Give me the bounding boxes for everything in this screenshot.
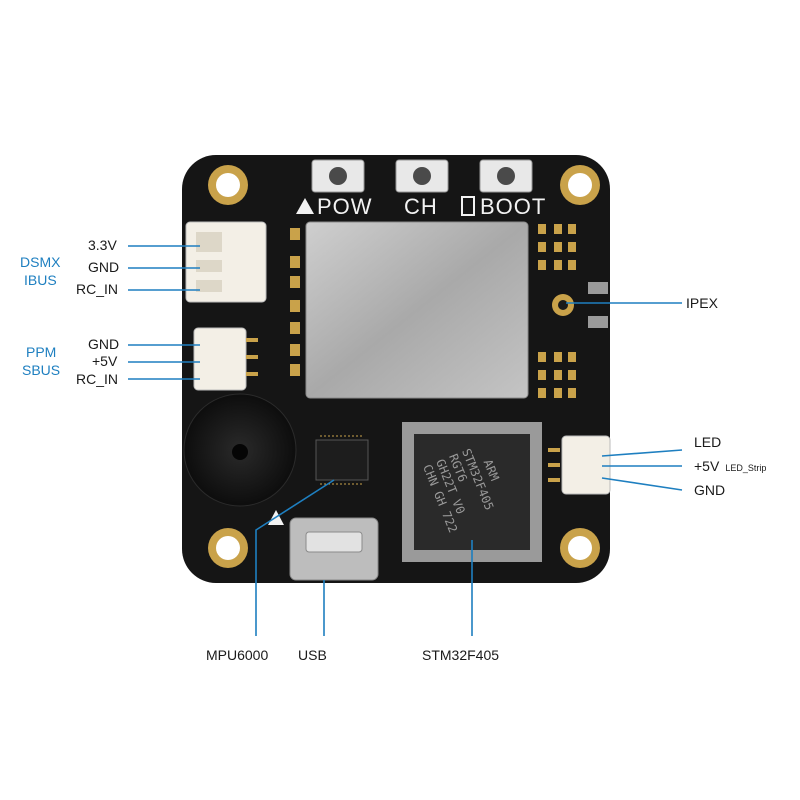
side-pads	[290, 228, 300, 376]
pin-label-3v3: 3.3V	[88, 237, 117, 253]
connector-dsmx-ibus	[185, 221, 267, 303]
pin-label-gnd-top: GND	[88, 259, 119, 275]
group-label-sbus: SBUS	[22, 362, 60, 378]
pin-label-5v-left: +5V	[92, 353, 118, 369]
pow-button[interactable]	[311, 159, 365, 193]
mounting-hole-top-left	[208, 165, 248, 205]
component-array-top	[538, 224, 576, 270]
usb-port	[289, 517, 379, 581]
mpu6000-chip	[315, 435, 369, 485]
ipex-connector	[552, 282, 608, 328]
ch-button[interactable]	[395, 159, 449, 193]
pin-label-gnd-right: GND	[694, 482, 725, 498]
pin-label-rcin-top: RC_IN	[76, 281, 118, 297]
connector-ppm-sbus	[193, 327, 258, 391]
led-strip-sublabel: LED_Strip	[725, 463, 766, 473]
silk-ch-label: CH	[404, 194, 438, 219]
silk-boot-label: BOOT	[480, 194, 546, 219]
mpu6000-label: MPU6000	[206, 647, 268, 663]
rf-shield	[305, 221, 529, 399]
leader-lines	[128, 245, 683, 636]
stm32-chip: ARM STM32F405 RGT6 GH22T V0 CHN GH 722	[402, 422, 542, 562]
boot-button[interactable]	[479, 159, 533, 193]
component-array-bottom	[538, 352, 576, 398]
group-label-ppm: PPM	[26, 344, 56, 360]
pin-label-gnd-bottom: GND	[88, 336, 119, 352]
arrow-icon	[296, 198, 314, 214]
group-label-dsmx: DSMX	[20, 254, 61, 270]
pin-5v-text: +5V	[694, 458, 720, 474]
buzzer	[183, 393, 297, 507]
ipex-label: IPEX	[686, 295, 719, 311]
mounting-hole-top-right	[560, 165, 600, 205]
pin-label-led: LED	[694, 434, 721, 450]
pin-label-5v-right: +5V LED_Strip	[694, 458, 766, 474]
pin-label-rcin-bottom: RC_IN	[76, 371, 118, 387]
mounting-hole-bottom-right	[560, 528, 600, 568]
group-label-ibus: IBUS	[24, 272, 57, 288]
usb-label: USB	[298, 647, 327, 663]
connector-led-strip	[548, 435, 611, 495]
silk-pow-label: POW	[317, 194, 373, 219]
silk-box-icon	[461, 196, 475, 216]
stm32f405-label: STM32F405	[422, 647, 499, 663]
mounting-hole-bottom-left	[208, 528, 248, 568]
